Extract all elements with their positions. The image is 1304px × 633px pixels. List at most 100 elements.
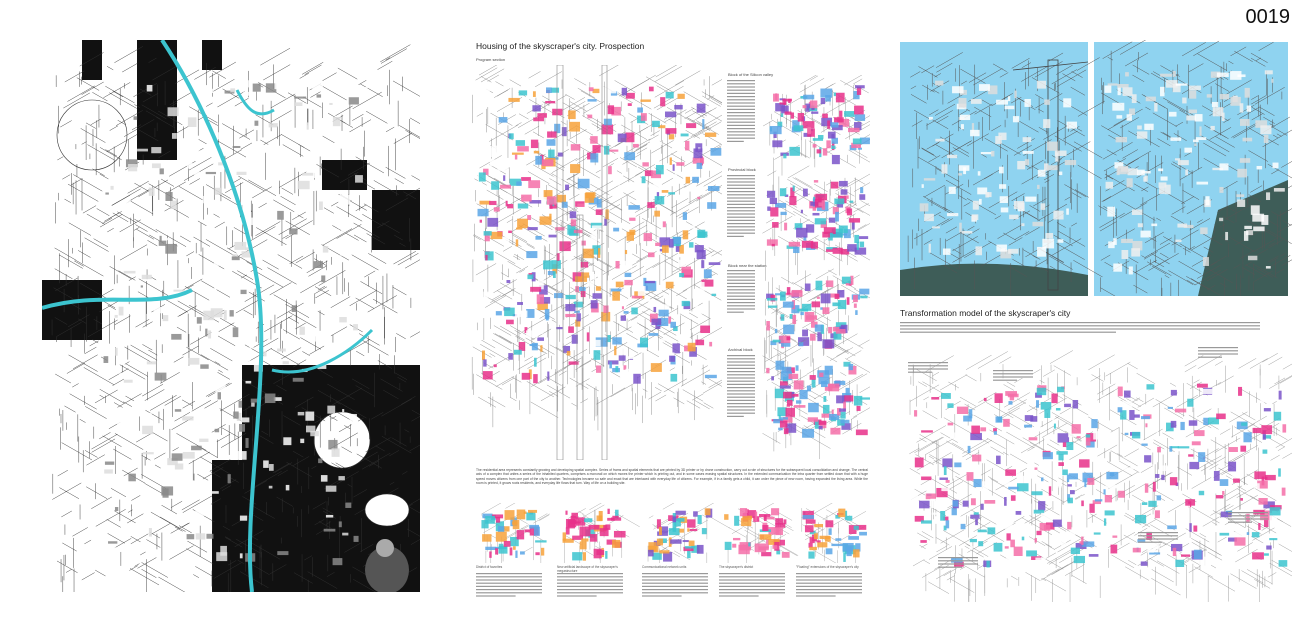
module-block (1004, 481, 1013, 487)
structure-line (1025, 572, 1041, 581)
module-block (1172, 71, 1176, 77)
module-block (1170, 420, 1177, 428)
module-block (1006, 557, 1015, 567)
module-block (607, 335, 611, 343)
module-block (754, 511, 758, 522)
structure-line (1032, 255, 1038, 259)
structure-line (1267, 572, 1277, 578)
module-block (629, 217, 636, 221)
structure-line (289, 255, 304, 264)
structure-line (211, 424, 226, 433)
module-block (590, 234, 598, 242)
module-block (814, 324, 823, 332)
structure-line (967, 226, 975, 231)
module-block (133, 116, 138, 120)
module-block (550, 87, 560, 93)
structure-line (1020, 439, 1045, 454)
structure-line (648, 391, 662, 400)
module-block (802, 515, 815, 519)
module-block (603, 525, 608, 531)
structure-line (317, 310, 325, 316)
structure-line (934, 103, 956, 116)
structure-line (1008, 412, 1035, 428)
module-block (829, 413, 840, 421)
module-block (919, 203, 929, 212)
module-block (914, 457, 924, 468)
structure-line (404, 259, 420, 269)
structure-line (59, 254, 83, 269)
module-block (1256, 165, 1263, 170)
module-block (1151, 223, 1158, 227)
module-block (784, 194, 789, 197)
structure-line (711, 250, 722, 257)
structure-line (1052, 238, 1082, 256)
module-block (526, 330, 538, 338)
module-block (603, 118, 612, 126)
module-block (855, 310, 858, 315)
structure-line (568, 129, 587, 140)
structure-line (591, 368, 597, 372)
structure-line (1014, 377, 1023, 383)
module-block (489, 159, 495, 167)
module-block (980, 151, 993, 155)
structure-line (1204, 124, 1227, 138)
structure-line (1034, 462, 1040, 466)
module-block (652, 120, 660, 128)
module-block (1063, 98, 1072, 108)
module-block (1012, 116, 1020, 123)
module-block (818, 377, 830, 385)
structure-line (277, 254, 303, 269)
structure-line (269, 282, 292, 296)
module-block (945, 479, 950, 483)
structure-line (514, 196, 533, 208)
structure-line (909, 468, 921, 475)
central-column (601, 65, 608, 460)
module-block (966, 472, 974, 481)
structure-line (946, 440, 974, 457)
structure-line (1209, 127, 1232, 140)
block-title: Archival block (728, 347, 753, 352)
structure-line (1250, 52, 1268, 63)
module-block (1220, 511, 1232, 518)
structure-line (1282, 363, 1292, 370)
module-block (1241, 422, 1248, 426)
module-block (210, 308, 223, 318)
structure-line (1011, 193, 1025, 202)
module-block (1004, 105, 1015, 110)
module-block (497, 166, 509, 171)
structure-line (317, 368, 333, 378)
portrait-photo (365, 546, 409, 592)
module-block (1167, 406, 1173, 409)
module-block (311, 82, 323, 89)
structure-line (181, 399, 193, 406)
module-block (1170, 137, 1182, 141)
structure-line (528, 71, 541, 79)
module-block (696, 103, 706, 113)
module-block (1254, 471, 1266, 480)
module-block (207, 88, 214, 94)
module-block (799, 389, 808, 400)
module-block (734, 515, 740, 526)
module-block (648, 549, 654, 557)
structure-line (973, 522, 991, 532)
module-block (786, 245, 798, 249)
structure-line (294, 396, 314, 408)
structure-line (177, 300, 206, 317)
structure-line (318, 270, 346, 286)
module-block (1240, 118, 1250, 126)
text-line (557, 595, 597, 597)
structure-line (1269, 375, 1292, 389)
module-block (508, 230, 512, 234)
structure-line (63, 92, 90, 109)
structure-line (1134, 259, 1158, 274)
module-block (1261, 425, 1273, 435)
structure-line (1046, 552, 1056, 559)
module-block (537, 337, 544, 341)
structure-line (1197, 53, 1227, 71)
module-block (610, 517, 622, 521)
structure-line (1037, 470, 1057, 482)
module-block (697, 229, 706, 238)
text-line (727, 383, 755, 385)
module-block (623, 365, 627, 370)
module-block (772, 545, 777, 549)
